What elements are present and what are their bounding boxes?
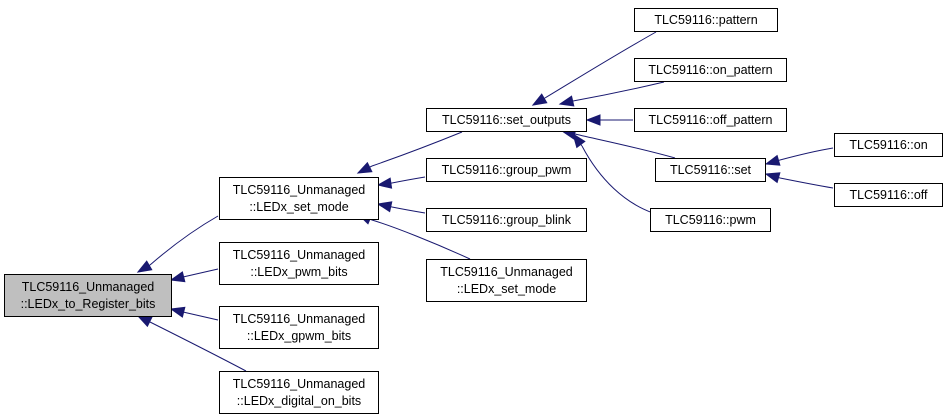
edge-line: [371, 219, 471, 260]
arrowhead-icon: [136, 315, 153, 328]
node-box: [834, 183, 943, 207]
node-label-line: TLC59116_Unmanaged: [233, 312, 366, 326]
node-box: [4, 274, 172, 317]
node-pwm[interactable]: TLC59116::pwm: [650, 208, 771, 232]
edge-on-set: [764, 147, 834, 166]
node-box: [426, 208, 587, 232]
arrowhead-icon: [356, 161, 373, 174]
node-box: [650, 208, 771, 232]
node-label-line: TLC59116::off_pattern: [649, 113, 773, 127]
node-set-mode2[interactable]: TLC59116_Unmanaged::LEDx_set_mode: [426, 259, 587, 302]
arrowhead-icon: [376, 201, 393, 213]
node-box: [219, 242, 379, 285]
node-label-line: TLC59116::off: [849, 188, 928, 202]
node-box: [834, 133, 943, 157]
node-pwm-bits[interactable]: TLC59116_Unmanaged::LEDx_pwm_bits: [219, 242, 379, 285]
node-pattern[interactable]: TLC59116::pattern: [634, 8, 778, 32]
edge-gpwm_bits-root: [169, 306, 219, 321]
edge-line: [149, 215, 219, 266]
edge-line: [391, 206, 426, 214]
arrowhead-icon: [585, 114, 601, 126]
graph-edges: [136, 31, 834, 372]
edge-pwm-set_outputs: [572, 132, 654, 214]
node-label-line: ::LEDx_set_mode: [457, 282, 556, 296]
node-on-pattern[interactable]: TLC59116::on_pattern: [634, 58, 787, 82]
node-box: [634, 108, 787, 132]
node-box: [634, 58, 787, 82]
node-label-line: TLC59116::group_blink: [442, 213, 572, 227]
edge-line: [779, 177, 834, 189]
arrowhead-icon: [764, 172, 781, 184]
node-label-line: TLC59116_Unmanaged: [233, 377, 366, 391]
edge-on_pattern-set_outputs: [558, 81, 665, 107]
node-box: [426, 158, 587, 182]
arrowhead-icon: [558, 95, 575, 107]
node-off-pattern[interactable]: TLC59116::off_pattern: [634, 108, 787, 132]
node-box: [219, 371, 379, 414]
node-gpwm-bits[interactable]: TLC59116_Unmanaged::LEDx_gpwm_bits: [219, 306, 379, 349]
node-box: [426, 259, 587, 302]
node-label-line: TLC59116_Unmanaged: [22, 280, 155, 294]
edge-set_mode-root: [136, 215, 219, 273]
node-off[interactable]: TLC59116::off: [834, 183, 943, 207]
edge-off_pattern-set_outputs: [585, 114, 633, 126]
node-root[interactable]: TLC59116_Unmanaged::LEDx_to_Register_bit…: [4, 274, 172, 317]
node-label-line: TLC59116::group_pwm: [442, 163, 572, 177]
graph-nodes: TLC59116_Unmanaged::LEDx_to_Register_bit…: [4, 8, 943, 414]
node-box: [219, 177, 379, 220]
edge-off-set: [764, 172, 834, 189]
node-box: [426, 108, 587, 132]
node-label-line: TLC59116::pwm: [665, 213, 756, 227]
edge-line: [182, 311, 219, 321]
arrowhead-icon: [531, 93, 548, 106]
node-group-blink[interactable]: TLC59116::group_blink: [426, 208, 587, 232]
edge-line: [574, 133, 676, 159]
edge-pattern-set_outputs: [531, 31, 657, 106]
node-label-line: ::LEDx_pwm_bits: [250, 265, 347, 279]
edge-line: [371, 131, 463, 167]
node-digital-on-bits[interactable]: TLC59116_Unmanaged::LEDx_digital_on_bits: [219, 371, 379, 414]
edge-group_pwm-set_mode: [376, 176, 426, 189]
node-on[interactable]: TLC59116::on: [834, 133, 943, 157]
node-set-outputs[interactable]: TLC59116::set_outputs: [426, 108, 587, 132]
arrowhead-icon: [136, 260, 153, 273]
edge-line-tail: [369, 165, 373, 168]
edge-line: [544, 31, 657, 99]
node-label-line: ::LEDx_set_mode: [249, 200, 348, 214]
node-label-line: ::LEDx_digital_on_bits: [237, 394, 361, 408]
edge-group_blink-set_mode: [376, 201, 426, 214]
arrowhead-icon: [764, 154, 781, 166]
node-label-line: TLC59116::set_outputs: [442, 113, 571, 127]
arrowhead-icon: [169, 271, 186, 283]
edge-digital_on_bits-root: [136, 315, 247, 372]
node-label-line: TLC59116::set: [670, 163, 752, 177]
node-box: [634, 8, 778, 32]
node-label-line: ::LEDx_gpwm_bits: [247, 329, 351, 343]
edge-set_outputs-set_mode: [356, 131, 463, 174]
node-box: [655, 158, 766, 182]
node-label-line: TLC59116::on_pattern: [648, 63, 772, 77]
arrowhead-icon: [169, 306, 186, 318]
node-set-mode[interactable]: TLC59116_Unmanaged::LEDx_set_mode: [219, 177, 379, 220]
arrowhead-icon: [376, 177, 393, 189]
edge-line: [391, 176, 426, 184]
edge-pwm_bits-root: [169, 268, 219, 283]
node-label-line: ::LEDx_to_Register_bits: [21, 297, 156, 311]
node-box: [219, 306, 379, 349]
edge-line: [572, 81, 665, 102]
node-label-line: TLC59116::on: [849, 138, 927, 152]
node-label-line: TLC59116_Unmanaged: [233, 183, 366, 197]
node-set[interactable]: TLC59116::set: [655, 158, 766, 182]
node-label-line: TLC59116_Unmanaged: [440, 265, 573, 279]
edge-line-tail: [580, 144, 583, 147]
edge-line: [779, 147, 834, 161]
edge-line: [182, 268, 219, 278]
node-group-pwm[interactable]: TLC59116::group_pwm: [426, 158, 587, 182]
node-label-line: TLC59116::pattern: [654, 13, 757, 27]
edge-line: [149, 321, 247, 372]
node-label-line: TLC59116_Unmanaged: [233, 248, 366, 262]
edge-line: [581, 145, 654, 214]
